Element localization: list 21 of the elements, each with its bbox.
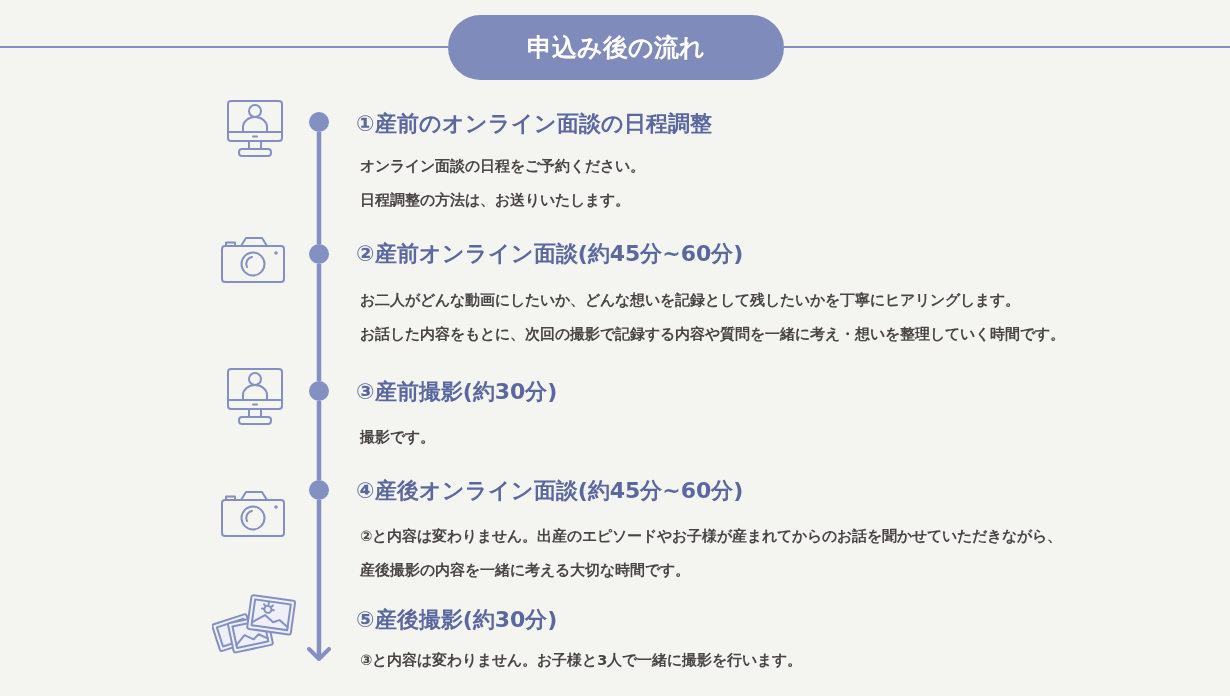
step-heading: ③産前撮影(約30分): [356, 378, 558, 406]
timeline-line: [316, 401, 322, 480]
step-description: 日程調整の方法は、お送りいたします。: [360, 191, 630, 210]
timeline-arrow: [307, 500, 331, 661]
timeline-dot: [309, 381, 329, 401]
step-description: ③と内容は変わりません。お子様と3人で一緒に撮影を行います。: [360, 651, 803, 670]
timeline-line: [316, 264, 322, 381]
step-heading: ②産前オンライン面談(約45分~60分): [356, 240, 744, 268]
step-heading: ⑤産後撮影(約30分): [356, 606, 558, 634]
timeline-dot: [309, 480, 329, 500]
step-heading: ④産後オンライン面談(約45分~60分): [356, 477, 744, 505]
step-description: 撮影です。: [360, 428, 435, 447]
timeline-dot: [309, 244, 329, 264]
step-description: オンライン面談の日程をご予約ください。: [360, 157, 645, 176]
title-banner: 申込み後の流れ: [448, 15, 784, 80]
step-description: お二人がどんな動画にしたいか、どんな想いを記録として残したいかを丁寧にヒアリングします。: [360, 291, 1020, 310]
timeline-line: [316, 132, 322, 244]
timeline-dot: [309, 112, 329, 132]
step-description: ②と内容は変わりません。出産のエピソードやお子様が産まれてからのお話を聞かせていただきながら、産後撮影の内容を一緒に考える大切な時間です。: [360, 527, 1064, 580]
step-description: お話した内容をもとに、次回の撮影で記録する内容や質問を一緒に考え・想いを整理していく時間です。: [360, 325, 1065, 344]
step-heading: ①産前のオンライン面談の日程調整: [356, 110, 712, 138]
